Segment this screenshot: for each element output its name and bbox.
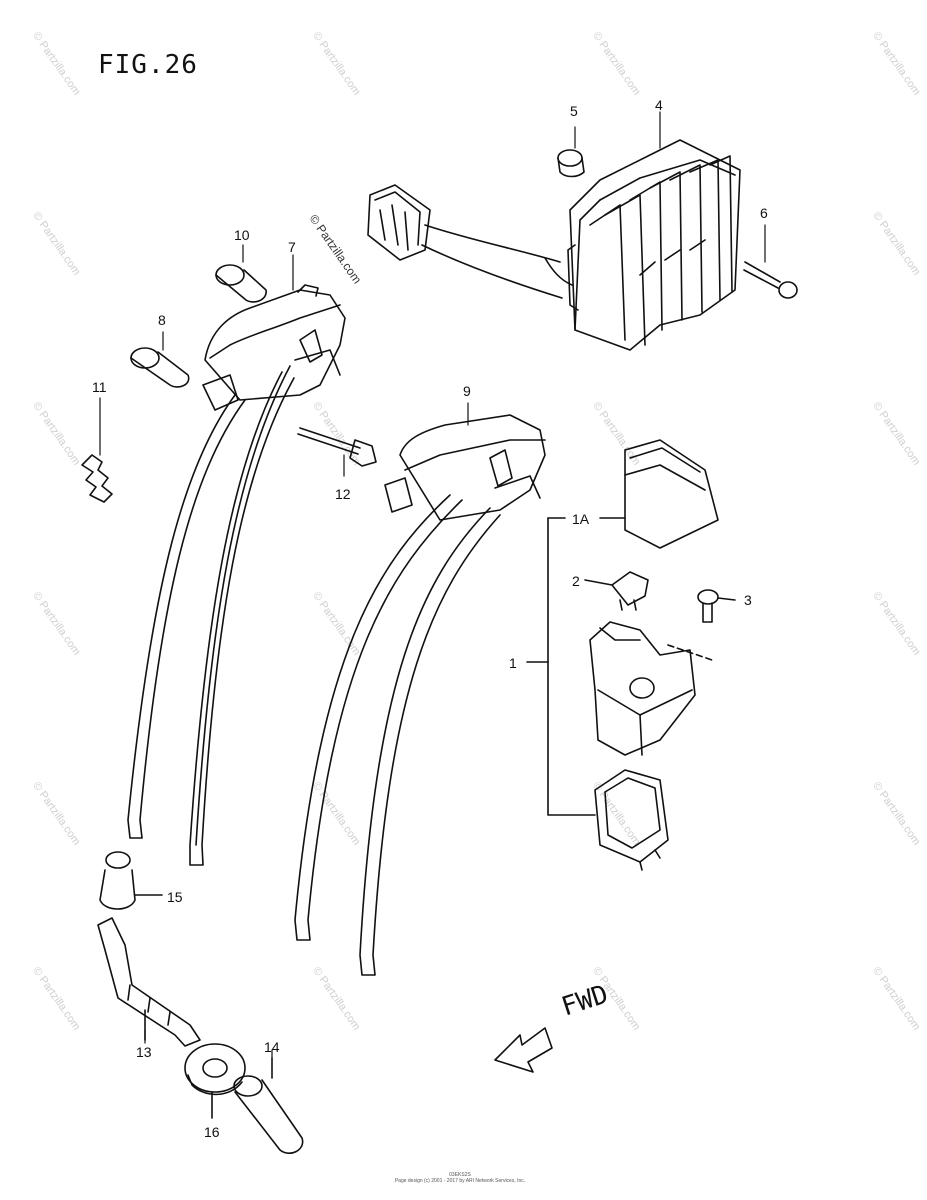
footer-line: Page design (c) 2001 - 2017 by ARI Netwo…: [394, 1178, 526, 1184]
callout-3: 3: [744, 592, 752, 608]
high-tension-lead-coil-9: [294, 494, 501, 976]
footer-code: 03EKS2S: [449, 1172, 471, 1178]
callout-15: 15: [167, 889, 183, 905]
callout-8: 8: [158, 312, 166, 328]
fuse-part-2: [611, 571, 649, 611]
callout-6: 6: [760, 205, 768, 221]
spacer-part-8: [130, 347, 190, 388]
clamp-part-11: [81, 454, 113, 503]
grommet-part-16: [184, 1043, 246, 1119]
callout-9: 9: [463, 383, 471, 399]
callout-16: 16: [204, 1124, 220, 1140]
callout-leaders: [99, 111, 766, 1059]
cap-part-14: [233, 1057, 304, 1154]
callout-bracket-1: [526, 517, 736, 816]
callout-10: 10: [234, 227, 250, 243]
bolt-part-12: [297, 427, 377, 467]
callout-11: 11: [92, 379, 107, 395]
relay-boot: [594, 769, 669, 871]
callout-1a: 1A: [572, 511, 590, 527]
starter-relay: [589, 621, 713, 756]
callout-13: 13: [136, 1044, 152, 1060]
screw-part-3: [697, 589, 719, 623]
spacer-part-10: [215, 264, 267, 303]
regulator-rectifier: [567, 139, 741, 351]
plug-lead-part-13: [97, 917, 201, 1047]
ignition-coil-7: [202, 284, 346, 411]
screw-part-6: [743, 261, 798, 299]
footer: 03EKS2S Page design (c) 2001 - 2017 by A…: [360, 1172, 560, 1184]
callout-4: 4: [655, 97, 663, 113]
plug-cap-part-15: [99, 851, 163, 910]
collar-part-5: [557, 149, 585, 178]
callout-2: 2: [572, 573, 580, 589]
ignition-coil-9: [384, 414, 546, 521]
callout-7: 7: [288, 239, 296, 255]
figure-title: FIG.26: [98, 50, 198, 80]
regulator-connector: [367, 184, 573, 299]
forward-arrow: [494, 1027, 553, 1073]
callout-12: 12: [335, 486, 351, 502]
callout-14: 14: [264, 1039, 280, 1055]
callout-5: 5: [570, 103, 578, 119]
high-tension-lead-coil-7: [127, 365, 295, 866]
callout-1: 1: [509, 655, 517, 671]
relay-cover-1a: [624, 439, 719, 549]
